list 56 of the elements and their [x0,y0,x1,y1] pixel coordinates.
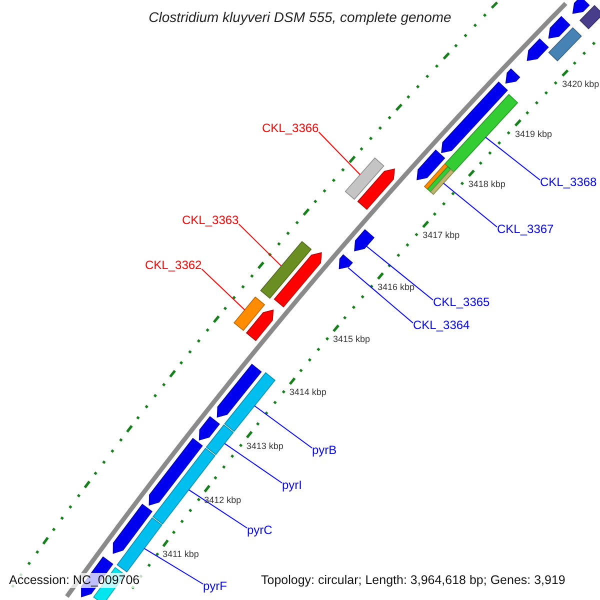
gene-label-text: CKL_3365 [433,295,490,309]
scale-label: 3412 kbp [204,496,242,505]
gene-label-text: pyrC [247,523,272,537]
gene-bar [344,157,384,200]
scale-label: 3414 kbp [289,388,326,398]
leader-line [224,442,282,484]
scale-label: 3413 kbp [246,442,284,451]
leader-line [201,268,246,310]
gene-pentagon [112,504,152,554]
accession-text: Accession: NC_009706 [6,573,143,588]
gene-pentagon [505,68,520,84]
leader-line [188,489,248,528]
scale-label: 3420 kbp [562,80,600,90]
gene-pentagon [548,16,570,39]
gene-bar [233,296,266,332]
leader-line [144,548,204,584]
leader-line [348,267,414,324]
gene-label-text: CKL_3364 [413,318,470,332]
gene-pentagon [416,150,446,180]
gene-pentagon [354,229,375,252]
gene-label-text: pyrI [282,478,302,492]
gene-label-text: CKL_3367 [497,222,554,236]
gene-pentagon [338,254,353,270]
gene-label-text: CKL_3366 [262,121,319,135]
gene-pentagon [441,81,508,154]
scale-label: 3417 kbp [422,231,460,240]
gene-pentagon [148,438,203,506]
gene-pentagon [357,168,395,210]
leader-line [238,224,282,266]
scale-label: 3418 kbp [468,180,506,190]
leader-line [484,136,540,180]
scale-label: 3419 kbp [514,130,552,139]
title: Clostridium kluyveri DSM 555, complete genome [148,10,452,24]
gene-pentagon [274,252,322,308]
gene-label-text: CKL_3363 [182,213,239,227]
gene-pentagon [198,416,220,440]
scale-label: 3411 kbp [162,550,199,560]
leader-line [254,405,312,448]
gene-label-text: CKL_3368 [540,175,597,189]
leader-line [366,246,434,300]
leader-line [443,182,498,228]
gene-pentagon [246,309,274,342]
gene-pentagon [216,364,262,418]
scale-label: 3415 kbp [333,335,370,344]
gene-label-text: pyrF [203,579,227,593]
scale-label: 3416 kbp [377,282,414,292]
gene-bar [224,372,276,432]
gene-bar [548,27,582,62]
leader-line [318,132,361,176]
gene-bar [579,5,600,30]
gene-bar [206,424,234,456]
gene-pentagon [572,0,590,14]
gene-bar [116,517,162,572]
gene-label-text: pyrB [312,443,337,457]
gene-bar [260,240,312,299]
gene-label-text: CKL_3362 [145,258,202,272]
